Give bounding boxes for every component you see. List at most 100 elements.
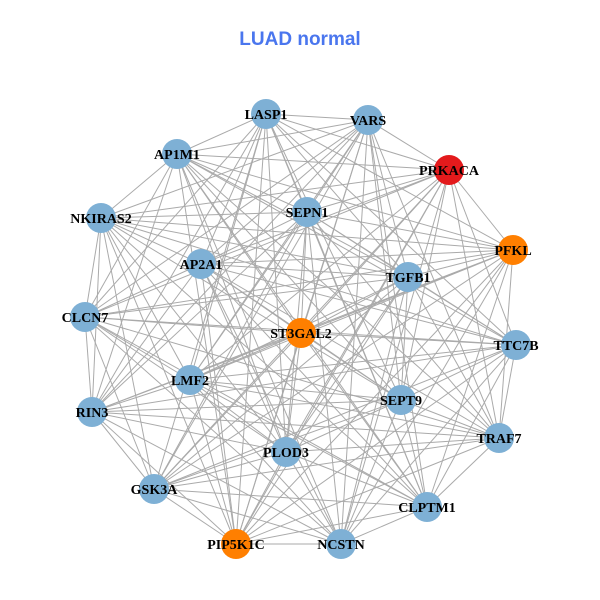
edge [189, 379, 237, 545]
edge [153, 488, 428, 508]
edge [300, 332, 428, 508]
edge [100, 217, 237, 545]
edge [235, 169, 450, 545]
edge [426, 344, 517, 508]
edge [100, 217, 287, 453]
edge [400, 249, 514, 401]
node-ttc7b [501, 330, 531, 360]
edge [448, 169, 514, 251]
node-label: GSK3A [131, 483, 179, 498]
edge [340, 119, 369, 545]
node-lasp1 [251, 99, 281, 129]
edge [367, 119, 500, 439]
edge [367, 119, 409, 278]
edge [340, 399, 402, 545]
edge [91, 411, 287, 453]
node-ap2a1 [186, 249, 216, 279]
edge [200, 263, 517, 346]
edge [189, 379, 402, 401]
edge [200, 211, 308, 265]
node-label: SEPN1 [286, 206, 329, 221]
node-plod3 [271, 437, 301, 467]
edge [200, 263, 500, 439]
node-label: PLOD3 [263, 446, 309, 461]
node-tgfb1 [393, 262, 423, 292]
edge [407, 276, 500, 439]
edge [84, 263, 202, 318]
node-sept9 [386, 385, 416, 415]
node-clptm1 [412, 492, 442, 522]
edge [153, 249, 514, 490]
edge [265, 113, 450, 171]
edge [84, 316, 500, 439]
edge [340, 344, 517, 545]
edge [448, 169, 500, 439]
edge [153, 437, 500, 490]
edge [176, 153, 514, 251]
edge [100, 217, 402, 401]
edge [400, 399, 500, 439]
edge [176, 153, 517, 346]
edge [153, 276, 409, 490]
edge [426, 249, 514, 508]
edge [367, 119, 402, 401]
edge [100, 211, 308, 219]
edge [285, 332, 302, 453]
edge [340, 249, 514, 545]
edge [367, 119, 428, 508]
edge [84, 249, 514, 318]
edge [189, 332, 302, 381]
node-sepn1 [292, 197, 322, 227]
edge [91, 344, 517, 413]
edge [153, 488, 342, 545]
edge [285, 437, 500, 453]
edge [100, 217, 202, 265]
edge [340, 506, 428, 545]
edge [84, 169, 450, 318]
edge [91, 263, 202, 413]
edge [200, 119, 369, 265]
edge [100, 217, 155, 490]
edge [100, 217, 514, 251]
edge [285, 451, 342, 545]
node-label: LMF2 [171, 374, 209, 389]
edge [189, 344, 517, 381]
edge [235, 451, 287, 545]
node-lmf2 [175, 365, 205, 395]
edge [400, 344, 517, 401]
node-pfkl [498, 235, 528, 265]
node-traf7 [484, 423, 514, 453]
edge [265, 113, 402, 401]
edge [407, 276, 517, 346]
node-label: PIP5K1C [207, 538, 265, 553]
edge [91, 411, 155, 490]
node-label: AP1M1 [154, 148, 200, 163]
edge [426, 437, 500, 508]
node-st3gal2 [286, 318, 316, 348]
edge [100, 169, 450, 219]
edge [400, 399, 428, 508]
edge [84, 153, 178, 318]
node-label: NCSTN [317, 538, 364, 553]
edge [153, 332, 302, 490]
edge [153, 211, 308, 490]
edge [200, 263, 342, 545]
edge [300, 332, 402, 401]
edge [265, 113, 514, 251]
edge [235, 506, 428, 545]
edge [100, 217, 517, 346]
edge [306, 211, 342, 545]
edge [84, 316, 191, 381]
node-label: CLPTM1 [398, 501, 456, 516]
edge [235, 344, 517, 545]
edge [200, 249, 514, 265]
node-clcn7 [70, 302, 100, 332]
edge [189, 379, 500, 439]
edge [306, 211, 514, 251]
edge [407, 249, 514, 278]
edge [176, 119, 369, 155]
edge [176, 113, 267, 155]
edge [285, 399, 402, 453]
node-label: TTC7B [493, 339, 538, 354]
